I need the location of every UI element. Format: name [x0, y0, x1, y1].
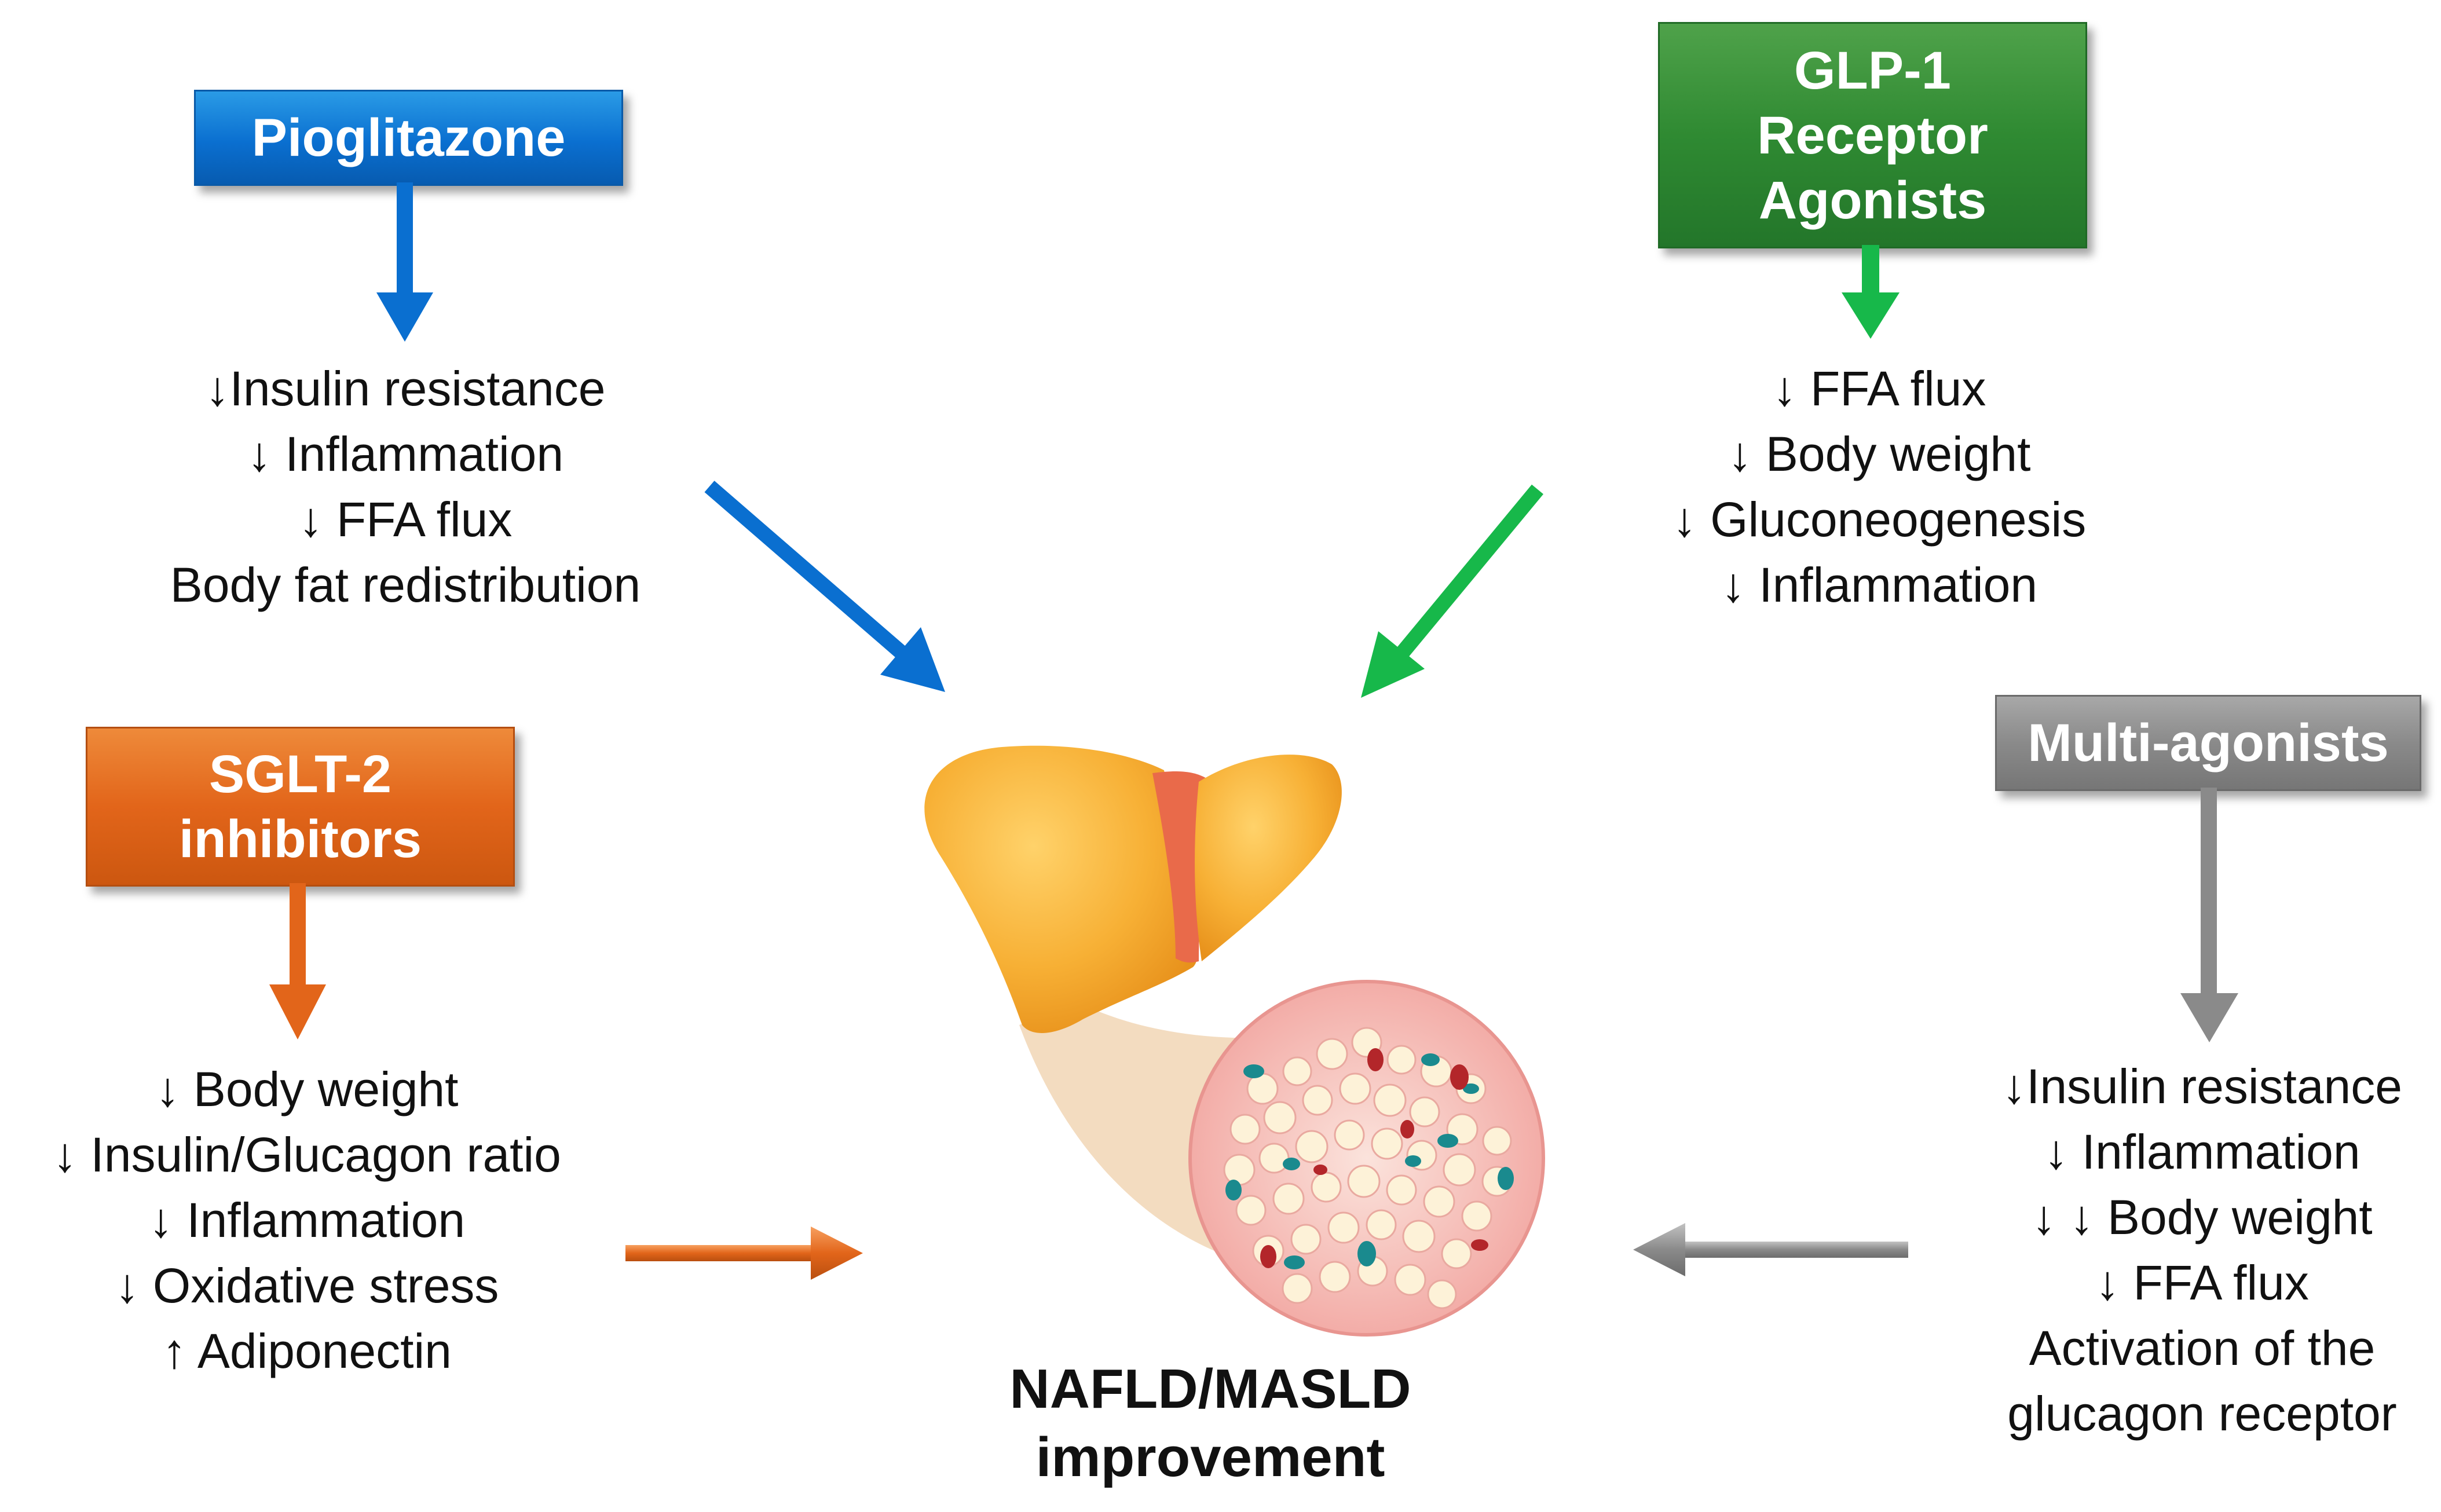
sglt2-down-arrow — [269, 883, 326, 1039]
multi-agonists-to-liver-arrow — [1633, 1223, 1908, 1276]
glp1-to-liver-arrow — [1361, 484, 1544, 698]
multi-effect: ↓ ↓ Body weight — [2032, 1190, 2373, 1244]
glp1-effect: ↓ FFA flux — [1772, 361, 1986, 416]
sglt2-label-line-1: SGLT-2 — [208, 745, 392, 804]
multi-agonists-effects-list: ↓Insulin resistance ↓ Inflammation ↓ ↓ B… — [1963, 1054, 2441, 1447]
pioglitazone-effect: ↓Insulin resistance — [205, 361, 606, 416]
title-line-1: NAFLD/MASLD — [1009, 1358, 1411, 1420]
sglt2-label-line-2: inhibitors — [178, 810, 422, 869]
multi-effect: ↓ FFA flux — [2095, 1255, 2309, 1310]
sglt2-effect: ↓ Insulin/Glucagon ratio — [53, 1127, 561, 1182]
pioglitazone-down-arrow — [376, 182, 433, 342]
pioglitazone-effects-list: ↓Insulin resistance ↓ Inflammation ↓ FFA… — [116, 356, 695, 618]
glp1-effects-list: ↓ FFA flux ↓ Body weight ↓ Gluconeogenes… — [1575, 356, 2183, 618]
multi-effect: glucagon receptor — [2007, 1386, 2397, 1441]
sglt2-effects-list: ↓ Body weight ↓ Insulin/Glucagon ratio ↓… — [0, 1057, 614, 1384]
sglt2-effect: ↓ Oxidative stress — [115, 1258, 499, 1313]
sglt2-effect: ↑ Adiponectin — [162, 1324, 452, 1378]
multi-agonists-box: Multi-agonists — [1995, 695, 2421, 791]
glp1-label-line-3: Agonists — [1758, 170, 1987, 230]
glp1-effect: ↓ Gluconeogenesis — [1672, 492, 2087, 547]
sglt2-effect: ↓ Inflammation — [148, 1193, 466, 1247]
pioglitazone-box: Pioglitazone — [194, 90, 623, 186]
sglt2-effect: ↓ Body weight — [155, 1062, 459, 1116]
pioglitazone-effect: ↓ Inflammation — [247, 427, 564, 481]
sglt2-to-liver-arrow — [625, 1227, 863, 1280]
liver-illustration — [924, 745, 1545, 1337]
pioglitazone-effect: ↓ FFA flux — [298, 492, 513, 547]
glp1-label-line-2: Receptor — [1757, 105, 1988, 165]
glp1-effect: ↓ Inflammation — [1721, 558, 2038, 612]
multi-effect: Activation of the — [2029, 1321, 2376, 1375]
pioglitazone-effect: Body fat redistribution — [170, 558, 641, 612]
nafld-masld-improvement-title: NAFLD/MASLD improvement — [892, 1355, 1529, 1492]
glp1-effect: ↓ Body weight — [1728, 427, 2031, 481]
multi-agonists-label: Multi-agonists — [2028, 713, 2389, 773]
multi-effect: ↓Insulin resistance — [2002, 1059, 2402, 1114]
multi-agonists-down-arrow — [2180, 788, 2238, 1042]
pioglitazone-to-liver-arrow — [704, 481, 945, 692]
pioglitazone-label: Pioglitazone — [251, 108, 566, 167]
title-line-2: improvement — [1035, 1426, 1385, 1488]
multi-effect: ↓ Inflammation — [2044, 1125, 2361, 1179]
glp1-down-arrow — [1842, 245, 1900, 339]
glp1-label-line-1: GLP-1 — [1794, 41, 1951, 100]
